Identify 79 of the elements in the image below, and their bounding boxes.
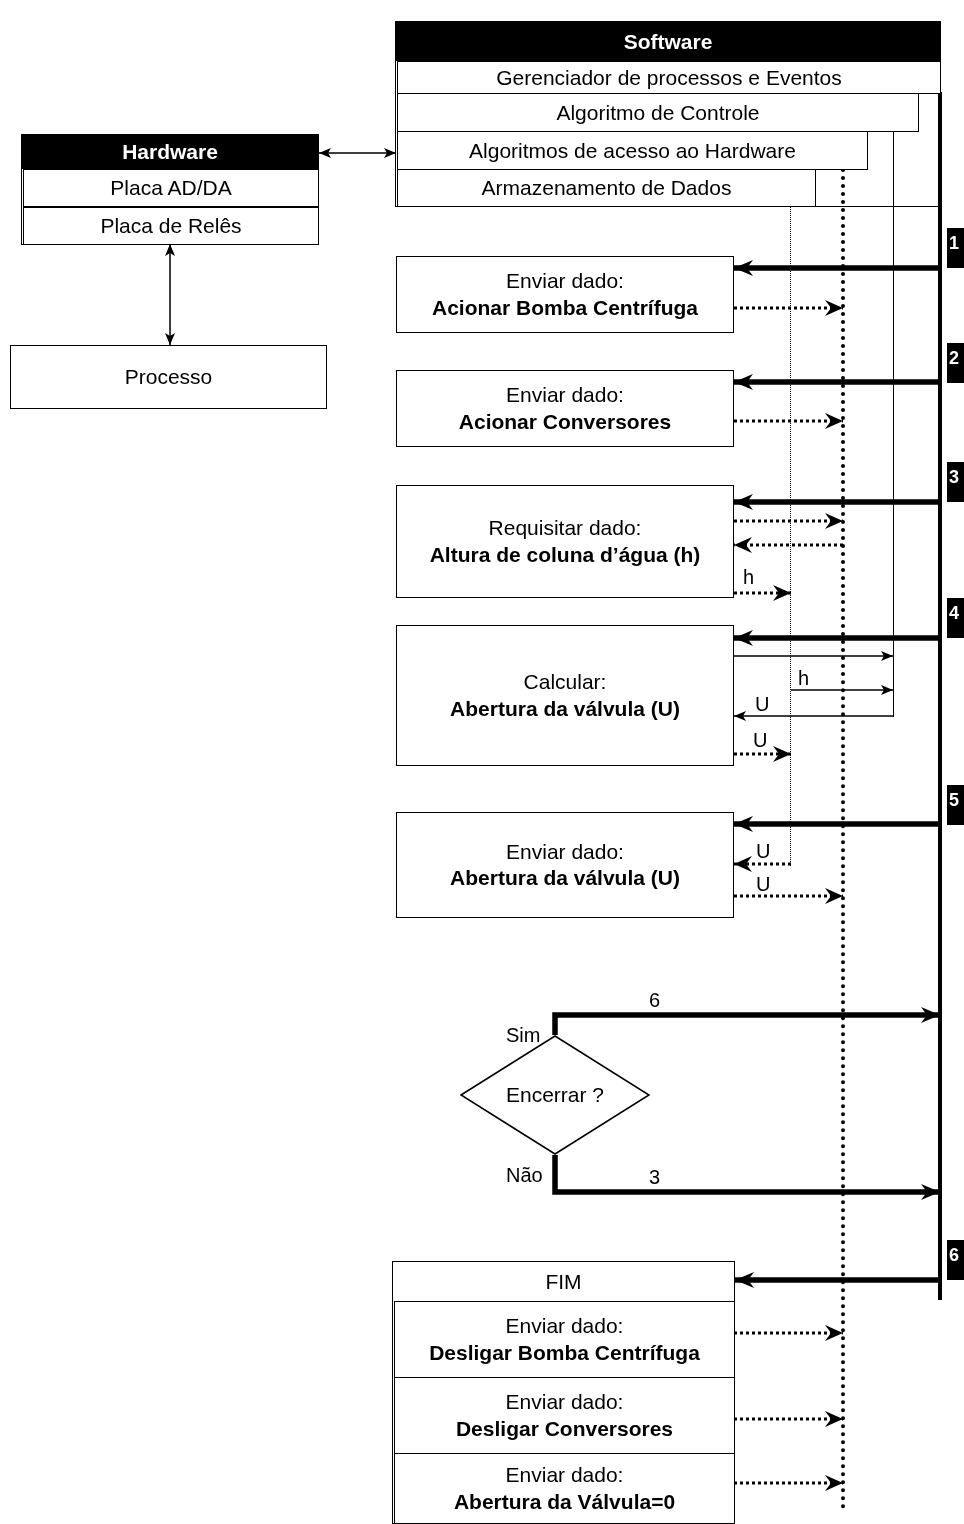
branch-label: Não [506,1165,543,1185]
edge-label: h [742,567,756,587]
step-label: Enviar dado: [506,268,624,295]
step-label: Enviar dado: [505,1313,624,1340]
step-value: Altura de coluna d’água (h) [429,541,701,568]
arrow [552,1007,940,1035]
arrow [735,1272,940,1288]
arrow [734,1325,843,1341]
step-value: Abertura da válvula (U) [450,695,680,722]
arrow [734,746,791,762]
step-label: Enviar dado: [505,1462,624,1489]
edge-label: U [755,841,772,861]
arrow [734,816,940,832]
step-value: Desligar Bomba Centrífuga [429,1339,700,1366]
lifeline [892,130,894,717]
process-box [396,485,734,598]
process-box [394,1301,735,1378]
arrow [734,494,940,510]
process-box [396,812,734,918]
edge-label: U [754,694,771,714]
arrow [734,300,843,316]
arrow [733,711,894,721]
edge-label: h [797,668,811,688]
edge-label: U [755,874,772,894]
edge-label: 3 [648,1167,662,1187]
decision-label: Encerrar ? [505,1082,604,1109]
layer-stack [395,21,941,207]
step-number-badge: 4 [947,598,964,638]
process-box [396,256,734,333]
arrow [552,1155,940,1200]
step-value: Desligar Conversores [455,1415,674,1442]
layer-row: Placa de Relês [23,207,319,245]
arrow [734,585,791,601]
lifeline [841,168,845,1510]
header-bar: Hardware [22,135,318,169]
arrow [733,651,894,661]
arrow [734,537,843,553]
step-label: Calcular: [523,669,607,696]
step-value: Abertura da Válvula=0 [453,1488,676,1515]
step-label: Processo [124,363,213,390]
layer-stack [21,134,319,245]
step-value: Acionar Conversores [458,408,672,435]
step-label: Enviar dado: [506,382,624,409]
arrow [734,1411,843,1427]
layer-row: Algoritmo de Controle [397,93,919,132]
edge-label: U [752,730,769,750]
step-label: Requisitar dado: [488,515,642,542]
arrow [734,374,940,390]
edge-label: 6 [648,990,662,1010]
lifeline [938,92,942,1300]
step-number-badge: 3 [947,462,964,502]
step-number-badge: 1 [947,228,964,268]
arrow [734,513,843,529]
process-box [10,345,327,409]
arrow [734,413,843,429]
layer-row: Algoritmos de acesso ao Hardware [397,131,868,170]
arrow [734,630,940,646]
layer-row: Gerenciador de processos e Eventos [397,61,941,94]
arrow [790,685,894,695]
arrow [734,260,940,276]
header-bar: Software [396,22,940,61]
arrow [734,1475,843,1491]
step-number-badge: 6 [947,1240,964,1280]
end-block [392,1261,735,1524]
step-label: Enviar dado: [505,1389,624,1416]
step-number-badge: 2 [947,343,964,383]
layer-row: Armazenamento de Dados [397,169,816,207]
arrow [165,243,175,346]
layer-row: Placa AD/DA [23,169,319,207]
arrow [734,888,843,904]
process-box [396,370,734,447]
arrow [734,856,791,872]
process-box [396,625,734,766]
step-label: Enviar dado: [506,838,624,865]
arrow [318,148,397,158]
step-value: Acionar Bomba Centrífuga [432,294,698,321]
step-value: Abertura da válvula (U) [450,865,680,891]
step-number-badge: 5 [947,785,964,825]
branch-label: Sim [506,1025,541,1045]
